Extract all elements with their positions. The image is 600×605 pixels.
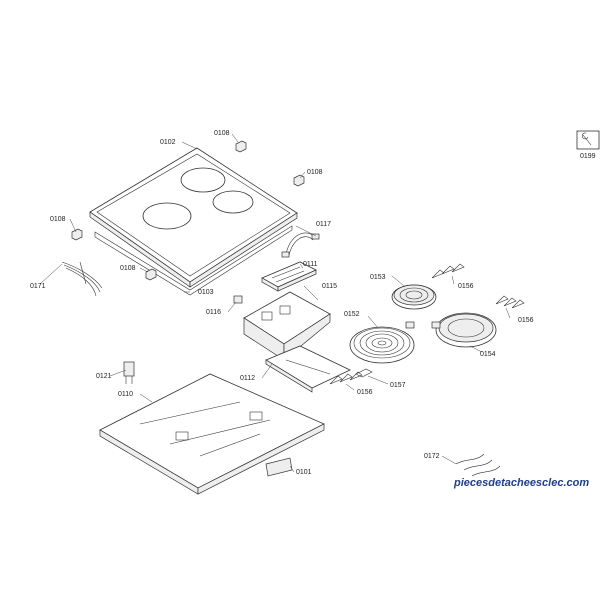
label-0117: 0117: [316, 221, 331, 228]
label-0171: 0171: [30, 283, 46, 290]
label-0108-bottom: 0108: [120, 265, 136, 272]
hotplate-medium: [431, 312, 497, 348]
label-0101: 0101: [296, 469, 312, 476]
label-0199: 0199: [580, 153, 596, 160]
label-0110: 0110: [118, 391, 133, 398]
rating-plate: [265, 457, 293, 477]
hob-frame-seal: [94, 225, 293, 296]
label-0108-left: 0108: [50, 216, 66, 223]
label-0111: 0111: [303, 261, 318, 268]
electronics-housing: [243, 291, 331, 361]
connection-wire: [281, 232, 320, 258]
control-board: [261, 261, 317, 292]
label-0108-top: 0108: [214, 130, 230, 137]
label-0153: 0153: [370, 274, 386, 281]
leader-lines: [39, 133, 511, 473]
clip-bottom: [145, 268, 157, 281]
label-0103: 0103: [198, 289, 214, 296]
label-0156-bottom: 0156: [357, 389, 373, 396]
cable-clamp: [123, 361, 135, 384]
fixing-springs-right: [495, 295, 525, 309]
label-0157: 0157: [390, 382, 406, 389]
clip-top: [235, 140, 247, 153]
power-cable: [61, 261, 103, 297]
mounting-bracket: [265, 345, 351, 393]
fixing-springs-bottom: [329, 371, 363, 385]
clip-right: [293, 174, 305, 187]
springs-set: [455, 453, 501, 477]
label-0121: 0121: [96, 373, 112, 380]
label-0152: 0152: [344, 311, 360, 318]
bottom-tray: [99, 373, 325, 495]
label-0156-right: 0156: [518, 317, 534, 324]
wrench-book-icon: [576, 130, 600, 150]
label-0112: 0112: [240, 375, 255, 382]
clip-left: [71, 228, 83, 241]
spring-0157: [355, 368, 373, 378]
label-0172: 0172: [424, 453, 440, 460]
hotplate-small: [391, 284, 437, 310]
label-0156-top: 0156: [458, 283, 474, 290]
hotplate-large: [349, 321, 415, 364]
label-0115: 0115: [322, 283, 337, 290]
label-0108-right: 0108: [307, 169, 323, 176]
fixing-springs-top: [431, 263, 465, 279]
label-0154: 0154: [480, 351, 496, 358]
small-connector: [233, 295, 243, 304]
label-0102: 0102: [160, 139, 176, 146]
label-0116: 0116: [206, 309, 221, 316]
hob-glass-top: [89, 147, 298, 288]
site-watermark: piecesdetacheesclec.com: [453, 477, 589, 489]
